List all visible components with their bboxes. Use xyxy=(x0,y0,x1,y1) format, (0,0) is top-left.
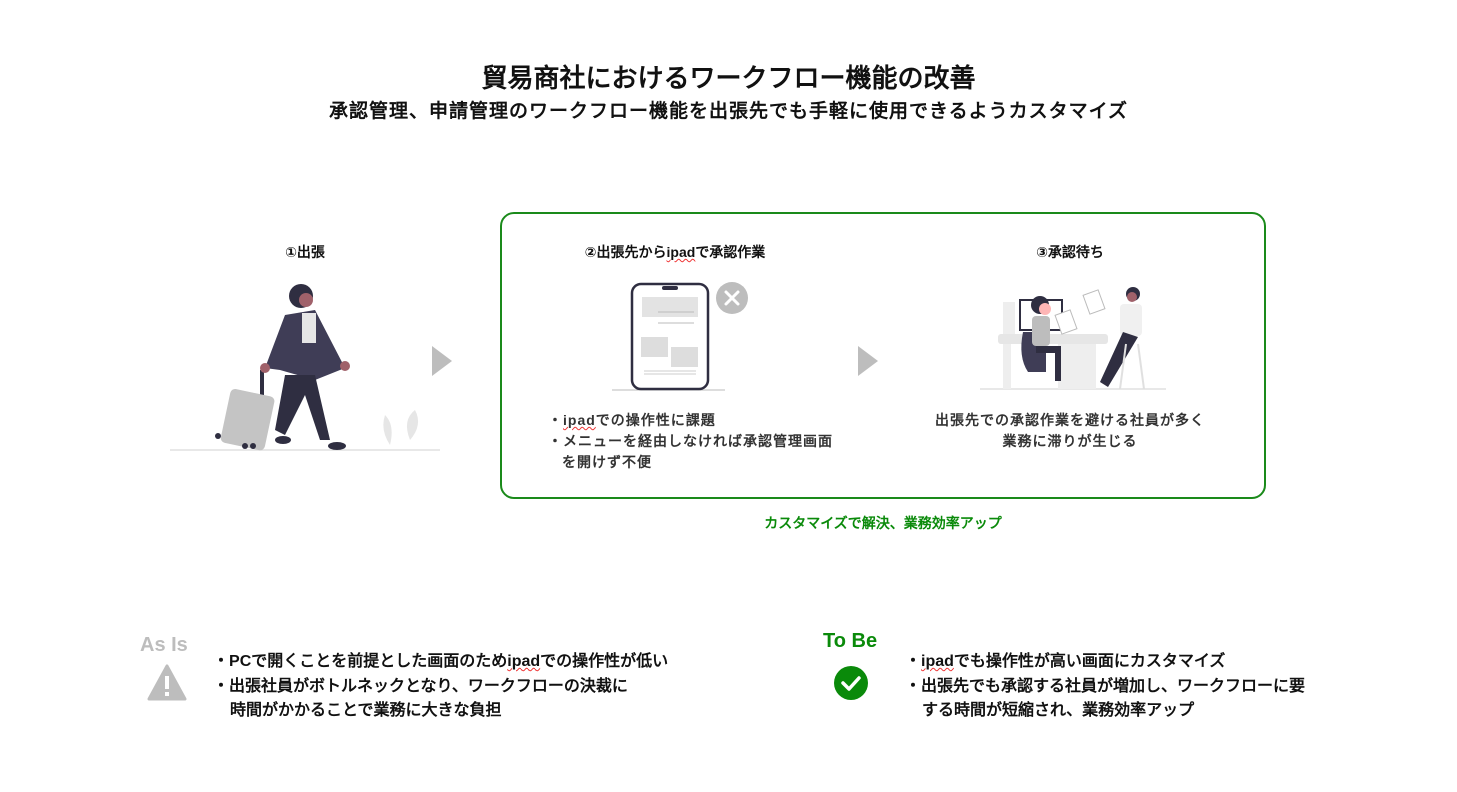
warning-icon xyxy=(147,664,187,701)
as-is-label: As Is xyxy=(140,634,188,656)
issue-item: を開けず不便 xyxy=(562,454,652,470)
check-circle-icon xyxy=(834,666,868,700)
tablet-illustration xyxy=(612,282,725,391)
issue-item: ・メニューを経由しなければ承認管理画面 xyxy=(548,433,833,449)
woman-with-suitcase-illustration xyxy=(170,284,440,451)
people-at-desk-illustration xyxy=(980,287,1166,390)
improvement-area-frame xyxy=(500,212,1266,499)
page-title: 貿易商社におけるワークフロー機能の改善 xyxy=(481,63,976,93)
step-3-label: ③承認待ち xyxy=(1036,244,1104,260)
step-1-label: ①出張 xyxy=(285,244,325,260)
arrow-right-icon xyxy=(858,346,878,376)
as-is-item: ・PCで開くことを前提とした画面のためipadでの操作性が低い xyxy=(213,653,669,670)
to-be-item: する時間が短縮され、業務効率アップ xyxy=(922,702,1195,719)
to-be-label: To Be xyxy=(823,630,878,652)
to-be-list: ・ipadでも操作性が高い画面にカスタマイズ ・出張先でも承認する社員が増加し、… xyxy=(905,650,1305,724)
solution-caption: カスタマイズで解決、業務効率アップ xyxy=(764,515,1002,531)
step-2-issues: ・ipadでの操作性に課題 ・メニューを経由しなければ承認管理画面 を開けず不便 xyxy=(548,410,833,473)
to-be-item: ・ipadでも操作性が高い画面にカスタマイズ xyxy=(905,653,1226,670)
as-is-list: ・PCで開くことを前提とした画面のためipadでの操作性が低い ・出張社員がボト… xyxy=(213,650,668,724)
step-2-label: ②出張先からipadで承認作業 xyxy=(584,244,766,260)
arrow-right-icon xyxy=(432,346,452,376)
step-3-description: 出張先での承認作業を避ける社員が多く 業務に滞りが生じる xyxy=(935,412,1205,449)
to-be-item: ・出張先でも承認する社員が増加し、ワークフローに要 xyxy=(905,677,1306,695)
as-is-item: ・出張社員がボトルネックとなり、ワークフローの決裁に xyxy=(213,677,628,695)
close-circle-icon xyxy=(716,282,748,314)
issue-item: ・ipadでの操作性に課題 xyxy=(548,412,716,428)
as-is-item: 時間がかかることで業務に大きな負担 xyxy=(230,702,502,719)
page-subtitle: 承認管理、申請管理のワークフロー機能を出張先でも手軽に使用できるようカスタマイズ xyxy=(328,101,1129,122)
